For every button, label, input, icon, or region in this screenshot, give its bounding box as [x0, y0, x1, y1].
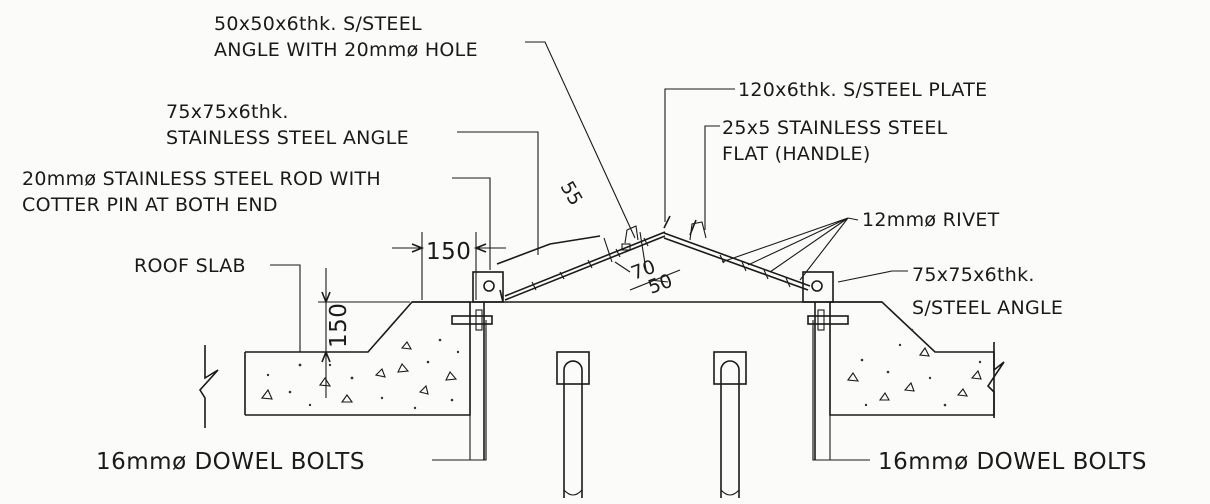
label-dowel-left: 16mmø DOWEL BOLTS [96, 449, 365, 475]
pipe-right [713, 351, 747, 498]
right-concrete-upstand [829, 301, 1005, 418]
right-dowel-bolt [807, 309, 849, 460]
label-angle-50-line2: ANGLE WITH 20mmø HOLE [214, 39, 478, 61]
label-flat-25-line2: FLAT (HANDLE) [722, 143, 871, 165]
right-cover-plate [663, 215, 811, 291]
label-angle-75-right-line2: S/STEEL ANGLE [912, 297, 1063, 319]
dim-150-side: 150 [318, 268, 410, 398]
pipe-left [556, 351, 590, 498]
label-rod-20-line2: COTTER PIN AT BOTH END [22, 194, 278, 216]
leader-lines [270, 41, 908, 461]
label-rivet: 12mmø RIVET [862, 209, 1000, 231]
concrete-aggregate-right [847, 328, 982, 407]
label-flat-25-line1: 25x5 STAINLESS STEEL [722, 117, 948, 139]
left-cover-plate [496, 225, 666, 303]
right-hinge-angle [802, 271, 834, 303]
label-dowel-right: 16mmø DOWEL BOLTS [878, 449, 1147, 475]
label-roof-slab: ROOF SLAB [134, 255, 246, 277]
dim-150-top-text: 150 [426, 239, 471, 265]
dim-150-side-text: 150 [326, 303, 352, 348]
left-hinge-angle [472, 271, 504, 303]
label-angle-75-right-line1: 75x75x6thk. [912, 264, 1035, 286]
dim-55: 55 [556, 178, 587, 210]
dim-150-top: 150 [392, 232, 506, 300]
label-angle-75-left-line1: 75x75x6thk. [166, 101, 289, 123]
label-angle-75-left-line2: STAINLESS STEEL ANGLE [166, 127, 409, 149]
label-angle-50-line1: 50x50x6thk. S/STEEL [214, 13, 422, 35]
label-plate-120: 120x6thk. S/STEEL PLATE [738, 79, 987, 101]
label-rod-20-line1: 20mmø STAINLESS STEEL ROD WITH [22, 168, 381, 190]
concrete-aggregate-left [260, 338, 460, 410]
